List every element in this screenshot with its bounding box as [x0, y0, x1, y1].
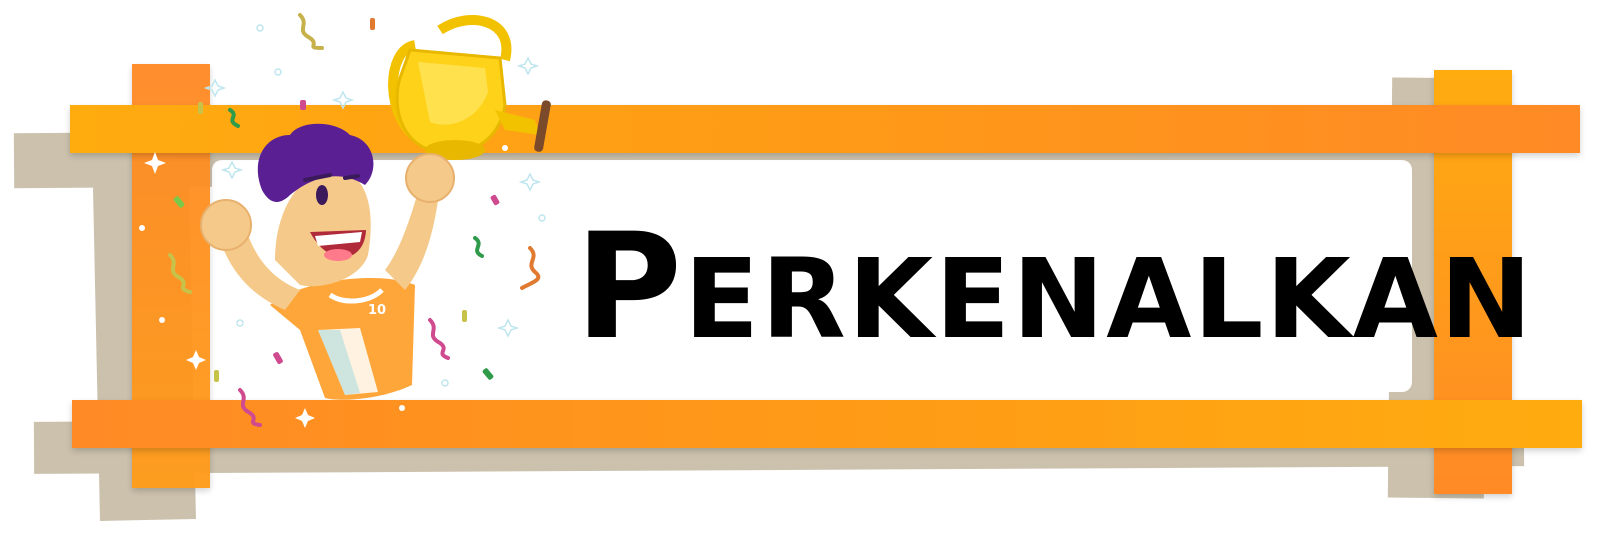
frame-bar-bottom — [72, 400, 1582, 448]
jersey-number: 10 — [368, 303, 386, 318]
sparkle-icon — [139, 145, 508, 428]
trophy-icon — [388, 15, 551, 160]
sparkle-icon — [203, 24, 546, 387]
confetti-icon — [173, 18, 500, 382]
title-rest: ERKENALKAN — [684, 235, 1534, 363]
title-initial: P — [575, 202, 685, 372]
page-title: PERKENALKAN — [575, 214, 1534, 360]
cheering-boy-icon: 10 — [200, 123, 455, 400]
confetti-icon — [168, 13, 541, 427]
